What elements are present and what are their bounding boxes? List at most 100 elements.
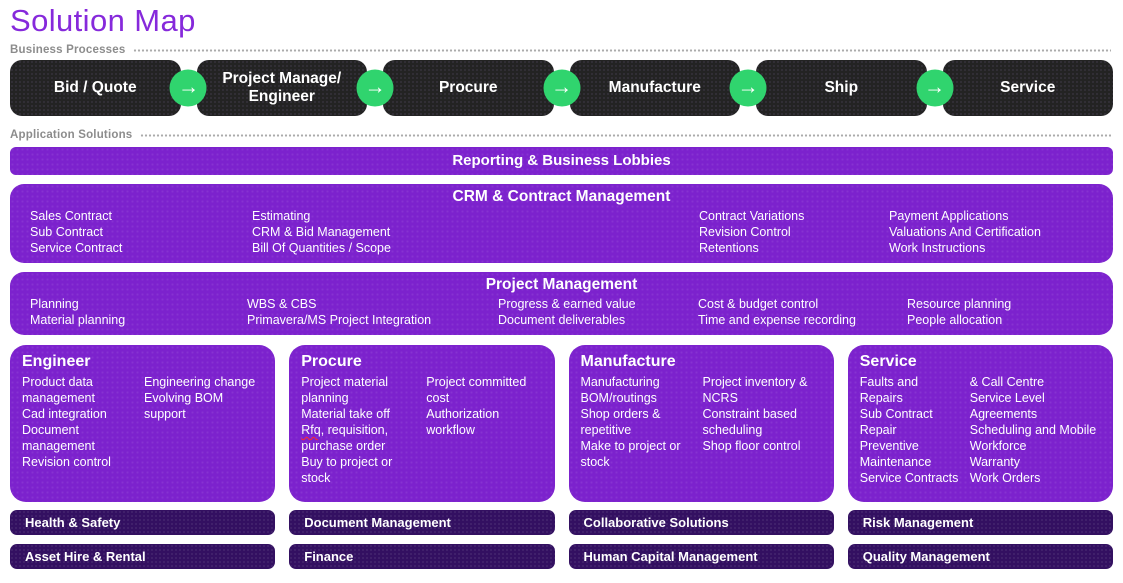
procure-item: Buy to project or stock <box>301 455 393 485</box>
utility-bar: Document Management <box>289 510 555 535</box>
service-item: Warranty <box>969 455 1020 469</box>
manufacture-item: Manufacturing BOM/routings <box>580 375 660 405</box>
process-flow: Bid / Quote Project Manage/ Engineer Pro… <box>10 60 1113 116</box>
pm-item: People allocation <box>907 313 1003 327</box>
pm-column-2: WBS & CBS Primavera/MS Project Integratio… <box>247 296 498 328</box>
dotted-divider <box>140 133 1111 138</box>
pm-item: Cost & budget control <box>698 297 819 311</box>
process-step-manufacture: Manufacture <box>569 60 740 116</box>
pm-item: WBS & CBS <box>247 297 317 311</box>
procure-column-1: Project material planning Material take … <box>301 374 416 486</box>
flow-arrow-5: → <box>916 69 954 107</box>
arrow-right-icon: → <box>364 75 386 99</box>
arrow-right-icon: → <box>177 75 199 99</box>
crm-item: Sales Contract <box>30 209 112 223</box>
pm-item: Planning <box>30 297 79 311</box>
reporting-business-lobbies-banner: Reporting & Business Lobbies <box>10 147 1113 175</box>
utility-bar: Asset Hire & Rental <box>10 544 276 569</box>
process-step-bid-quote: Bid / Quote <box>10 60 181 116</box>
service-item: Service Contracts <box>859 471 959 485</box>
service-item: Faults and Repairs <box>859 375 919 405</box>
engineer-item: Engineering change <box>144 375 256 389</box>
procure-item: Project committed cost <box>426 375 527 405</box>
utility-bar: Human Capital Management <box>568 544 834 569</box>
engineer-item: Document management <box>22 423 95 453</box>
service-box-title: Service <box>859 353 917 370</box>
pm-item: Time and expense recording <box>698 313 856 327</box>
manufacture-item: Make to project or stock <box>580 439 681 469</box>
pm-item: Progress & earned value <box>498 297 636 311</box>
manufacture-item: Shop floor control <box>702 439 801 453</box>
crm-item: Revision Control <box>699 225 791 239</box>
service-item: Preventive Maintenance <box>859 439 932 469</box>
service-item: Sub Contract Repair <box>859 407 933 437</box>
manufacture-item: Project inventory & NCRS <box>702 375 808 405</box>
utility-bar: Finance <box>289 544 555 569</box>
procure-item: Authorization workflow <box>426 407 500 437</box>
pm-item: Resource planning <box>907 297 1012 311</box>
engineer-item: Revision control <box>22 455 111 469</box>
flow-arrow-4: → <box>729 69 767 107</box>
crm-title: CRM & Contract Management <box>452 188 671 205</box>
arrow-right-icon: → <box>737 75 759 99</box>
flow-arrow-3: → <box>543 69 580 107</box>
service-item: Scheduling and Mobile Workforce <box>969 423 1097 453</box>
crm-item: Bill Of Quantities / Scope <box>252 241 391 255</box>
application-solutions-label: Application Solutions <box>10 129 133 141</box>
engineer-box-title: Engineer <box>22 353 91 370</box>
solution-map-slide: Solution Map Business Processes Bid / Qu… <box>0 3 1123 583</box>
arrow-right-icon: → <box>551 75 572 99</box>
pm-item: Primavera/MS Project Integration <box>247 313 432 327</box>
procure-item: Project material planning <box>301 375 389 405</box>
application-solutions-section-label: Application Solutions <box>10 129 1111 141</box>
utility-bar: Quality Management <box>847 544 1113 569</box>
crm-item: Retentions <box>699 241 759 255</box>
service-item: & Call Centre <box>969 375 1045 389</box>
crm-item: CRM & Bid Management <box>252 225 391 239</box>
utility-bar: Collaborative Solutions <box>568 510 834 535</box>
crm-item: Contract Variations <box>699 209 805 223</box>
project-management-title: Project Management <box>485 276 638 293</box>
flow-arrow-2: → <box>356 69 394 107</box>
process-step-procure: Procure <box>383 60 554 116</box>
arrow-right-icon: → <box>924 75 946 99</box>
manufacture-item: Shop orders & repetitive <box>580 407 661 437</box>
engineer-item: Product data management <box>22 375 95 405</box>
service-item: Service Level Agreements <box>969 391 1045 421</box>
crm-item: Valuations And Certification <box>889 225 1041 239</box>
crm-item: Estimating <box>252 209 311 223</box>
crm-item: Work Instructions <box>889 241 986 255</box>
crm-item: Payment Applications <box>889 209 1009 223</box>
dotted-divider <box>133 48 1111 53</box>
process-step-ship: Ship <box>756 60 927 116</box>
procure-box-title: Procure <box>301 353 362 370</box>
pm-item: Document deliverables <box>498 313 626 327</box>
flow-arrow-1: → <box>169 69 207 107</box>
procure-item: Material take off <box>301 407 390 421</box>
crm-item: Service Contract <box>30 241 123 255</box>
misspelled-word: Rfq <box>301 423 321 437</box>
business-processes-label: Business Processes <box>10 44 126 56</box>
crm-item: Sub Contract <box>30 225 103 239</box>
manufacture-item: Constraint based scheduling <box>702 407 798 437</box>
crm-contract-management-section: CRM & Contract Management Sales Contract… <box>10 184 1113 263</box>
process-step-project-manage-engineer: Project Manage/ Engineer <box>196 60 367 116</box>
